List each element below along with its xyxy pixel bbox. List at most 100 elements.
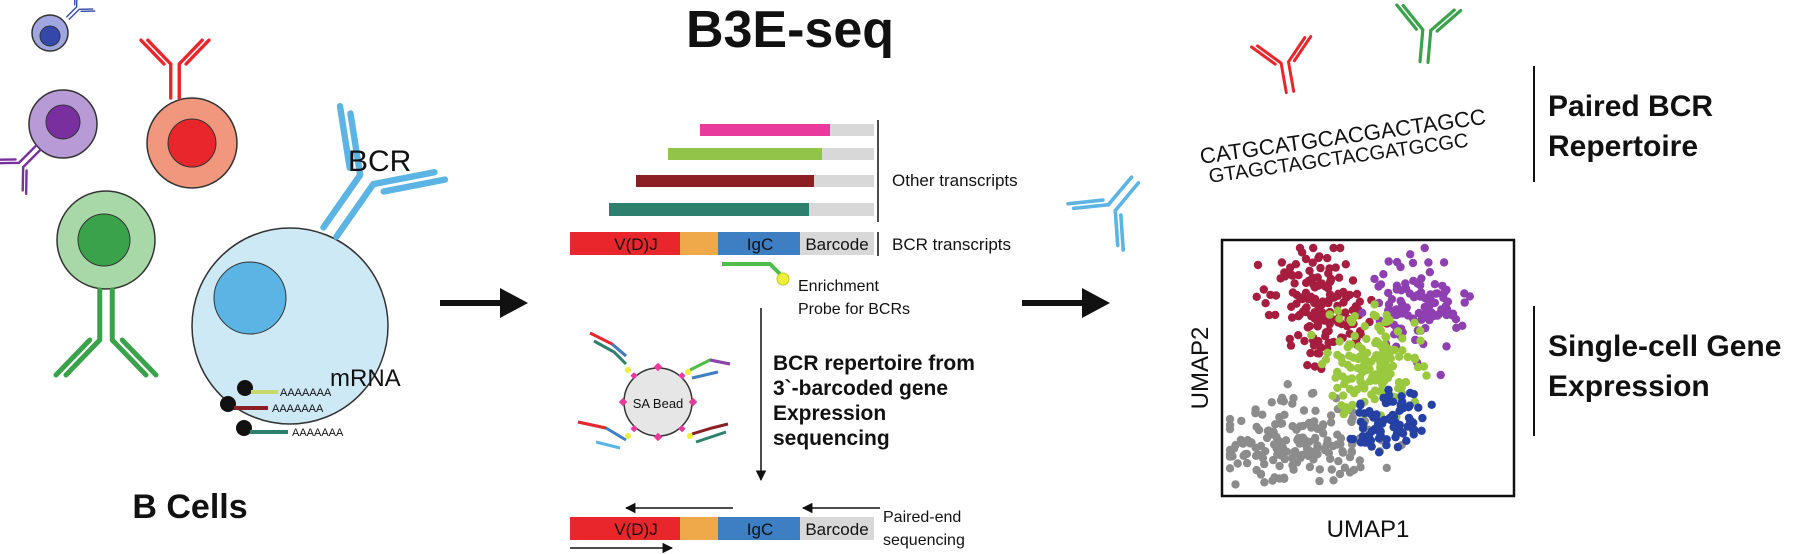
umap-point [1442,310,1451,320]
umap-point [1373,419,1383,428]
b-cell-icon [0,89,98,196]
umap-point [1419,312,1428,321]
umap-point [1300,336,1309,346]
umap-point [1269,455,1278,465]
other-transcripts-label: Other transcripts [892,171,1018,190]
umap-point [1370,394,1379,404]
antibody-icon [1066,155,1165,252]
umap-point [1225,414,1235,424]
bcr-label: BCR [348,145,411,178]
paired-bcr-title-line2: Repertoire [1548,130,1698,163]
umap-point [1301,278,1311,288]
method-line: sequencing [773,427,890,450]
umap-point [1384,385,1393,394]
umap-point [1341,260,1351,269]
umap-point [1267,430,1277,439]
umap-point [1308,273,1317,282]
sc-title-line1: Single-cell Gene [1548,330,1781,363]
umap-point [1354,342,1364,351]
umap-point [1408,258,1418,268]
umap-point [1346,363,1355,372]
umap-point [1267,398,1277,407]
umap-point [1358,424,1368,433]
umap-point [1323,253,1332,263]
enrichment-probe [722,262,790,286]
probe-label-line2: Probe for BCRs [798,301,910,318]
b-cell-icon [31,0,96,52]
umap-point [1327,465,1337,474]
umap-point [1384,344,1393,353]
umap-point [1254,425,1264,435]
umap-point [1382,441,1391,450]
umap-point [1362,334,1371,344]
umap-point [1368,372,1377,381]
umap-point [1417,426,1426,435]
umap-point [1290,279,1299,288]
umap-point [1392,285,1402,294]
umap-point [1270,473,1279,482]
umap-point [1380,370,1389,379]
umap-point [1360,438,1370,447]
polya-tail: AAAAAAA [280,387,332,399]
figure-title: B3E-seq [686,1,894,59]
method-line: Expression [773,402,886,425]
umap-point [1356,463,1365,472]
umap-point [1288,461,1297,470]
umap-point [1395,406,1404,415]
arrow-right-icon [440,288,528,318]
umap-point [1393,327,1403,336]
umap-point [1396,426,1405,436]
middle-panel: Other transcripts V(D)J IgC Barcode BCR … [570,120,1018,554]
bcr-transcripts-label: BCR transcripts [892,235,1011,254]
vdj-segment: V(D)J [614,520,657,539]
umap-point [1347,447,1357,457]
umap-point [1333,383,1342,393]
umap-point [1329,337,1338,347]
umap-point [1321,332,1330,341]
umap-point [1335,469,1345,479]
umap-point [1392,257,1402,267]
umap-point [1365,407,1374,416]
umap-point [1311,406,1320,415]
umap-point [1356,417,1366,426]
antibody-icon [1250,35,1322,99]
b-cell-icon [56,190,156,375]
umap-point [1251,451,1261,460]
umap-point [1430,280,1440,289]
umap-point [1336,439,1345,449]
umap-point [1233,459,1242,468]
umap-point [1289,393,1298,403]
umap-point [1384,257,1393,266]
umap-point [1460,298,1469,307]
umap-point [1315,476,1324,486]
umap-point [1316,263,1325,273]
umap-point [1349,465,1359,475]
umap-point [1237,416,1246,426]
umap-point [1436,370,1445,380]
umap-point [1328,391,1337,400]
umap-point [1360,384,1369,393]
umap-point [1315,465,1325,474]
method-line: 3`-barcoded gene [773,377,948,400]
umap-point [1419,362,1429,371]
umap-point [1346,315,1355,325]
umap-point [1307,330,1316,340]
umap-point [1370,300,1379,309]
umap-point [1422,371,1431,380]
umap-point [1297,450,1307,460]
umap-point [1426,290,1435,299]
umap-point [1301,307,1311,317]
umap-point [1326,418,1336,427]
umap-point [1394,384,1403,393]
umap-point [1294,271,1303,280]
umap-point [1416,292,1425,301]
bcr-transcript-bar-sequenced: V(D)J IgC Barcode [570,517,874,540]
umap-point [1410,318,1419,327]
umap-point [1405,401,1414,410]
umap-point [1291,260,1301,269]
umap-point [1261,299,1270,308]
umap-point [1409,430,1418,439]
umap-point [1277,258,1287,267]
umap-point [1258,410,1267,419]
